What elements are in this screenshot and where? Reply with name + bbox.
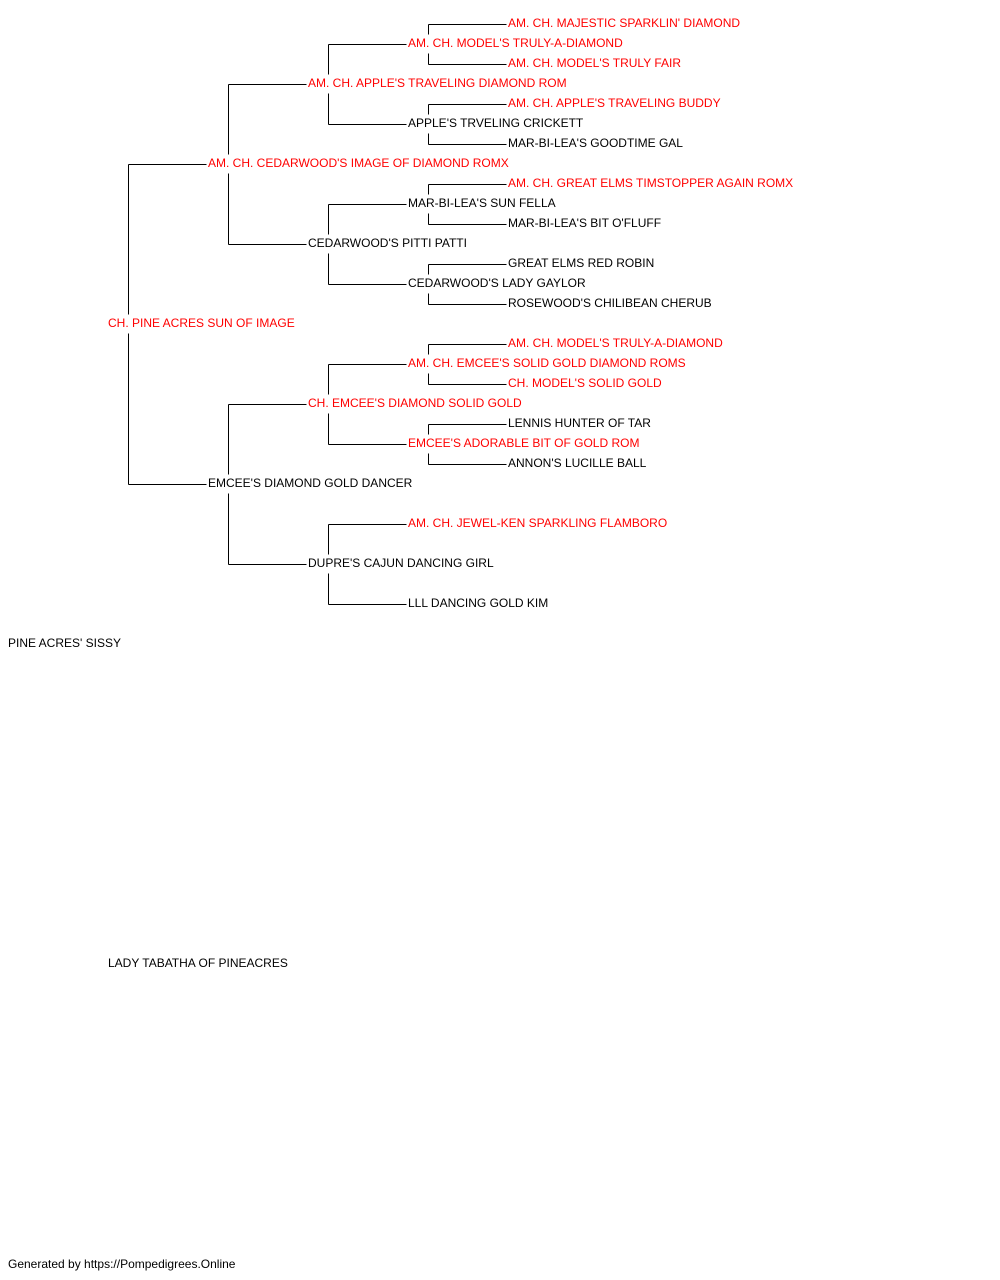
ancestor-sdd-dam-name: LLL DANCING GOLD KIM — [408, 596, 551, 610]
ancestor-sdss-dam-name: CH. MODEL'S SOLID GOLD — [508, 376, 664, 390]
pedigree-subject: PINE ACRES' SISSY — [8, 636, 123, 650]
ancestor-sd-dam-name: DUPRE'S CAJUN DANCING GIRL — [308, 556, 496, 570]
dam-name: LADY TABATHA OF PINEACRES — [108, 956, 290, 970]
ancestor-ssss-sire-name: AM. CH. MAJESTIC SPARKLIN' DIAMOND — [508, 16, 743, 30]
ancestor-ss-sire-name: AM. CH. APPLE'S TRAVELING DIAMOND ROM — [308, 76, 569, 90]
ancestor-sds-sire-name: AM. CH. EMCEE'S SOLID GOLD DIAMOND ROMS — [408, 356, 688, 370]
ancestor-ssss-dam-name: AM. CH. MODEL'S TRULY FAIR — [508, 56, 683, 70]
ancestor-ssd-sire-name: MAR-BI-LEA'S SUN FELLA — [408, 196, 558, 210]
ancestor-ssdd-sire-name: GREAT ELMS RED ROBIN — [508, 256, 657, 270]
ancestor-ssd-dam-name: CEDARWOOD'S LADY GAYLOR — [408, 276, 588, 290]
paternal-grandsire-name: AM. CH. CEDARWOOD'S IMAGE OF DIAMOND ROM… — [208, 156, 511, 170]
ancestor-ss-dam-name: CEDARWOOD'S PITTI PATTI — [308, 236, 469, 250]
ancestor-ssds-sire-name: AM. CH. GREAT ELMS TIMSTOPPER AGAIN ROMX — [508, 176, 796, 190]
ancestor-sds-dam-name: EMCEE'S ADORABLE BIT OF GOLD ROM — [408, 436, 642, 450]
ancestor-sss-sire-name: AM. CH. MODEL'S TRULY-A-DIAMOND — [408, 36, 625, 50]
ancestor-sssd-dam-name: MAR-BI-LEA'S GOODTIME GAL — [508, 136, 685, 150]
paternal-granddam-name: EMCEE'S DIAMOND GOLD DANCER — [208, 476, 415, 490]
ancestor-sd-sire-name: CH. EMCEE'S DIAMOND SOLID GOLD — [308, 396, 524, 410]
ancestor-ssds-dam-name: MAR-BI-LEA'S BIT O'FLUFF — [508, 216, 664, 230]
ancestor-sssd-sire-name: AM. CH. APPLE'S TRAVELING BUDDY — [508, 96, 723, 110]
footer-credit: Generated by https://Pompedigrees.Online — [8, 1257, 236, 1271]
ancestor-sdss-sire-name: AM. CH. MODEL'S TRULY-A-DIAMOND — [508, 336, 725, 350]
sire-name: CH. PINE ACRES SUN OF IMAGE — [108, 316, 297, 330]
ancestor-sss-dam-name: APPLE'S TRVELING CRICKETT — [408, 116, 586, 130]
ancestor-sdd-sire-name: AM. CH. JEWEL-KEN SPARKLING FLAMBORO — [408, 516, 670, 530]
ancestor-sdsd-sire-name: LENNIS HUNTER OF TAR — [508, 416, 653, 430]
ancestor-sdsd-dam-name: ANNON'S LUCILLE BALL — [508, 456, 649, 470]
ancestor-ssdd-dam-name: ROSEWOOD'S CHILIBEAN CHERUB — [508, 296, 714, 310]
